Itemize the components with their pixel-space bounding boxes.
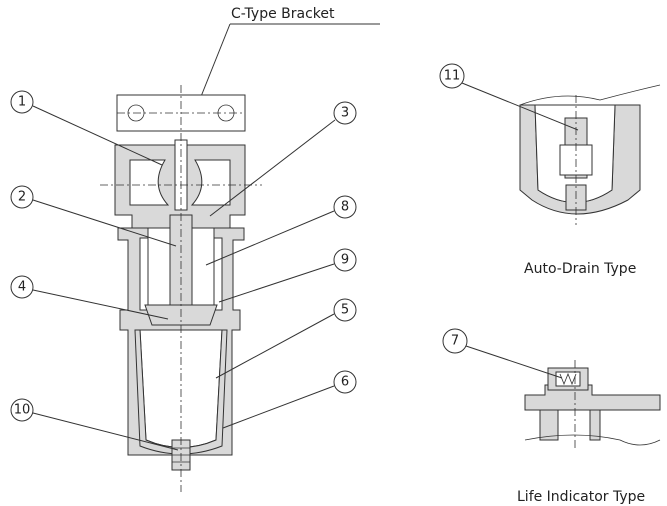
svg-text:8: 8: [341, 200, 349, 215]
life-indicator-spring: [559, 372, 577, 386]
svg-text:3: 3: [341, 106, 349, 121]
life-indicator-port-right: [589, 409, 601, 441]
callout-5: 5: [215, 298, 357, 379]
callout-4: 4: [10, 275, 169, 320]
callout-7: 7: [442, 328, 563, 379]
life-indicator-port-left: [539, 409, 559, 441]
svg-text:10: 10: [14, 403, 31, 418]
callout-1: 1: [10, 90, 163, 166]
svg-text:2: 2: [18, 190, 26, 205]
callout-10: 10: [10, 398, 179, 451]
inlet-port: [129, 159, 170, 206]
bracket-label: C-Type Bracket: [231, 6, 335, 22]
svg-text:5: 5: [341, 303, 349, 318]
life-indicator-head: [524, 384, 661, 411]
svg-text:6: 6: [341, 375, 349, 390]
main-filter-assembly: [100, 85, 262, 492]
callout-9: 9: [218, 248, 357, 303]
auto-drain-label: Auto-Drain Type: [524, 261, 636, 277]
svg-text:7: 7: [451, 334, 459, 349]
svg-text:1: 1: [18, 95, 26, 110]
svg-text:4: 4: [18, 280, 26, 295]
life-indicator-detail: Life Indicator Type: [517, 360, 661, 505]
life-indicator-break-line: [524, 434, 661, 446]
callout-3: 3: [209, 101, 357, 217]
auto-drain-break-line: [519, 84, 661, 130]
callout-11: 11: [439, 63, 579, 131]
outlet-port: [190, 159, 231, 206]
svg-text:11: 11: [444, 69, 461, 84]
callout-6: 6: [222, 370, 357, 429]
auto-drain-detail: Auto-Drain Type: [519, 84, 661, 277]
svg-text:9: 9: [341, 253, 349, 268]
callout-2: 2: [10, 185, 177, 247]
callout-8: 8: [205, 195, 357, 266]
life-indicator-window: [555, 371, 581, 387]
life-indicator-label: Life Indicator Type: [517, 489, 645, 505]
